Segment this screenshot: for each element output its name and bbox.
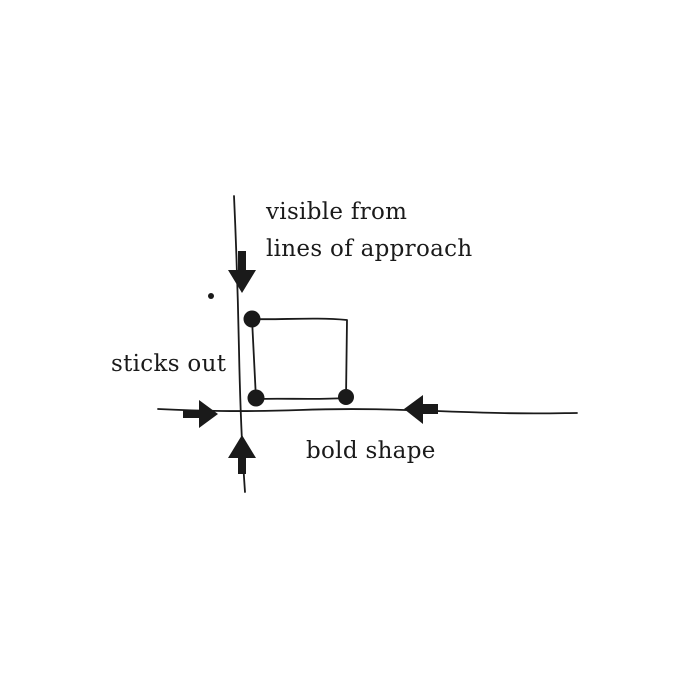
label-bold-shape: bold shape	[306, 438, 436, 464]
approach-line-horizontal	[157, 408, 578, 415]
corner-dot-top-left	[243, 310, 261, 328]
label-lines-of-approach: lines of approach	[266, 236, 473, 262]
arrow-up-icon	[228, 435, 256, 474]
corner-dot-bottom-left	[247, 389, 265, 407]
building-outline	[251, 317, 348, 400]
arrow-right-icon	[183, 400, 218, 428]
stray-dot	[208, 293, 214, 299]
label-visible-from: visible from	[266, 199, 408, 225]
arrow-left-icon	[404, 395, 438, 424]
label-sticks-out: sticks out	[111, 351, 227, 377]
corner-dot-bottom-right	[338, 389, 354, 405]
arrow-down-icon	[228, 251, 256, 293]
